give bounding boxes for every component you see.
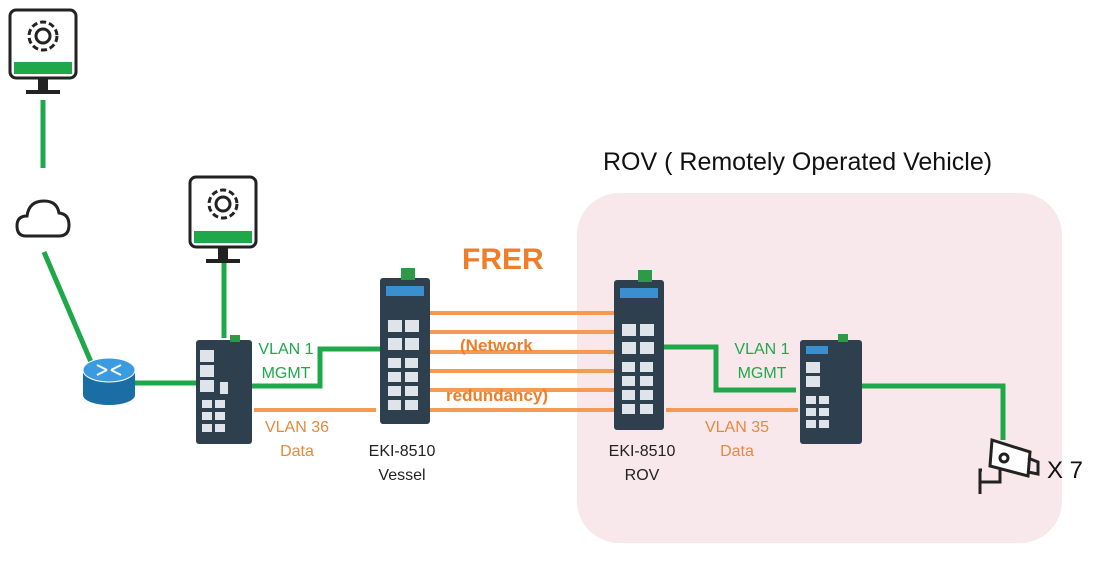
link-cloud-router: [41, 251, 94, 363]
frer-title: FRER: [462, 243, 544, 276]
mgmt-links: [40, 100, 1006, 440]
management-pc-icon: [8, 8, 78, 94]
vessel-switch-location: Vessel: [378, 467, 426, 484]
frer-subtitle-line2: redundancy): [446, 386, 549, 405]
industrial-switch-icon: [196, 335, 252, 444]
rov-title: ROV ( Remotely Operated Vehicle): [603, 148, 993, 176]
left-vlan-mgmt-line1: VLAN 1: [258, 341, 314, 358]
rov-switch-icon: [614, 270, 664, 430]
right-vlan-mgmt-line2: MGMT: [737, 365, 787, 382]
vessel-switch-icon: [380, 268, 430, 424]
left-vlan-data-line1: VLAN 36: [264, 419, 330, 436]
data-links: [254, 311, 798, 412]
right-vlan-data-line1: VLAN 35: [704, 419, 770, 436]
management-pc-icon: [188, 175, 258, 263]
cloud-icon: [15, 199, 71, 238]
camera-count: X 7: [1047, 457, 1084, 484]
vessel-switch-model: EKI-8510: [368, 443, 436, 460]
router-icon: [82, 357, 136, 405]
vessel-switch-label: EKI-8510 Vessel: [362, 440, 442, 488]
camera-icon: [978, 438, 1040, 494]
right-vlan-mgmt-label: VLAN 1 MGMT: [730, 338, 794, 386]
right-vlan-data-label: VLAN 35 Data: [700, 416, 774, 464]
industrial-switch-icon: [800, 334, 862, 444]
link-switch-vessel-mgmt: [236, 346, 392, 389]
right-vlan-data-line2: Data: [720, 443, 754, 460]
frer-subtitle-line1: (Network: [460, 336, 533, 355]
rov-switch-location: ROV: [624, 467, 660, 484]
right-vlan-mgmt-line1: VLAN 1: [734, 341, 790, 358]
rov-switch-model: EKI-8510: [608, 443, 676, 460]
left-vlan-mgmt-label: VLAN 1 MGMT: [254, 338, 318, 386]
left-vlan-data-line2: Data: [280, 443, 314, 460]
link-rov-switch-mgmt: [654, 344, 796, 393]
left-vlan-mgmt-line2: MGMT: [261, 365, 311, 382]
rov-switch-label: EKI-8510 ROV: [602, 440, 682, 488]
left-vlan-data-label: VLAN 36 Data: [262, 416, 332, 464]
link-switch-camera: [860, 383, 1006, 440]
